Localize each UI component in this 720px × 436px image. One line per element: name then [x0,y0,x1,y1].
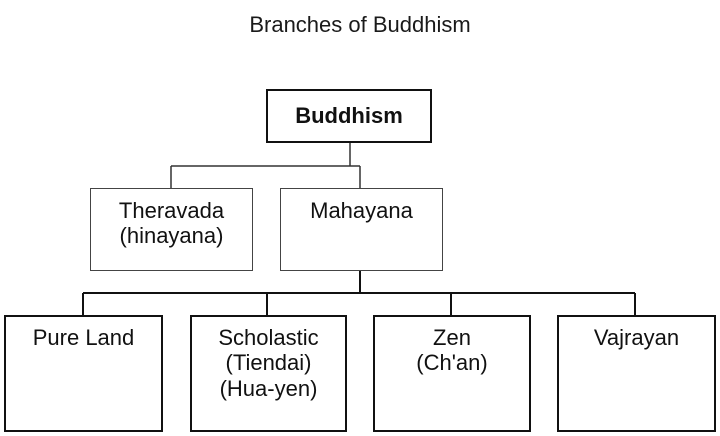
node-buddhism: Buddhism [266,89,432,143]
node-label: Buddhism [295,103,403,128]
node-label: Scholastic [218,325,319,350]
node-pure-land: Pure Land [4,315,163,432]
diagram-title: Branches of Buddhism [249,12,471,37]
node-zen: Zen (Ch'an) [373,315,531,432]
node-label: Theravada [118,198,225,223]
node-sublabel: (Hua-yen) [219,375,318,401]
node-theravada: Theravada (hinayana) [90,188,253,271]
node-sublabel: (Ch'an) [416,350,488,376]
node-mahayana: Mahayana [280,188,443,271]
node-sublabel: (hinayana) [119,223,224,249]
node-label: Pure Land [32,325,135,350]
node-label: Vajrayan [593,325,680,350]
node-scholastic: Scholastic (Tiendai) (Hua-yen) [190,315,347,432]
node-sublabel: (Tiendai) [225,350,312,376]
node-vajrayan: Vajrayan [557,315,716,432]
node-label: Zen [433,325,471,350]
node-label: Mahayana [310,198,413,223]
